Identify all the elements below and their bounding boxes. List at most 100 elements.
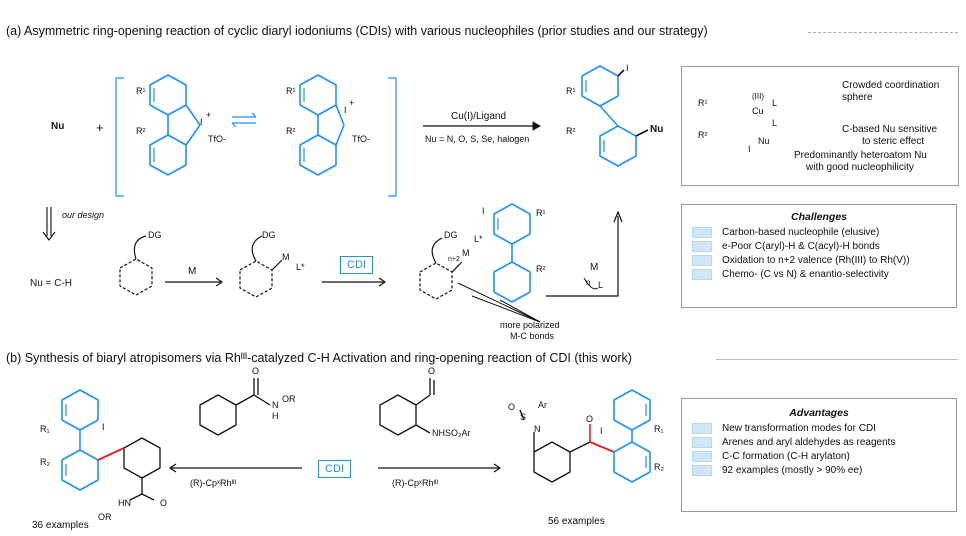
right-product-r2: R₂ xyxy=(654,462,664,472)
dg-label-1: DG xyxy=(148,230,162,240)
challenge-text: Carbon-based nucleophile (elusive) xyxy=(722,227,880,238)
advantage-text: Arenes and aryl aldehydes as reagents xyxy=(722,437,896,448)
aldehyde-o: O xyxy=(428,366,436,376)
challenge-text: Oxidation to n+2 valence (Rh(III) to Rh(… xyxy=(722,255,910,266)
challenges-title: Challenges xyxy=(790,211,848,223)
release-l: L xyxy=(598,280,604,290)
note-hetero-2: with good nucleophilicity xyxy=(806,162,914,173)
nu-ch-label: Nu = C-H xyxy=(30,278,72,289)
intermediate-r2: R² xyxy=(536,264,546,274)
our-design-label: our design xyxy=(62,210,105,220)
section-b-divider xyxy=(716,359,958,360)
advantage-text: 92 examples (mostly > 90% ee) xyxy=(722,465,863,476)
product-right-arene xyxy=(519,409,591,483)
bullet-chip xyxy=(692,255,712,266)
cdi2-counterion: TfO- xyxy=(352,134,370,144)
product-r1: R¹ xyxy=(566,86,576,96)
polarized-arrows xyxy=(457,282,541,323)
release-arrow xyxy=(546,216,619,297)
cdi-reagent-a-label: CDI xyxy=(347,259,366,271)
product-r2: R² xyxy=(566,126,576,136)
cu-metal: Cu xyxy=(752,106,764,116)
right-product-r1: R₁ xyxy=(654,424,664,434)
intermediate-n2: n+2 xyxy=(448,256,460,263)
product-left-biaryl xyxy=(61,389,99,491)
cdi-structure-1 xyxy=(149,74,201,176)
cdi2-r1: R¹ xyxy=(286,86,296,96)
reagent-top: Cu(I)/Ligand xyxy=(451,111,507,122)
challenge-item: e-Poor C(aryl)-H & C(acyl)-H bonds xyxy=(692,241,946,252)
metallacycle-m: M xyxy=(282,252,290,262)
advantages-title: Advantages xyxy=(789,407,849,419)
cdi1-r2: R² xyxy=(136,126,146,136)
advantage-item: Arenes and aryl aldehydes as reagents xyxy=(692,437,946,448)
bullet-chip xyxy=(692,437,712,448)
challenge-item: Carbon-based nucleophile (elusive) xyxy=(692,227,946,238)
intermediate-r1: R¹ xyxy=(536,208,546,218)
cdi1-r1: R¹ xyxy=(136,86,146,96)
intermediate-iodine: I xyxy=(482,206,485,216)
right-product-s: S xyxy=(520,412,527,422)
polarized-label-1: more polarized xyxy=(500,320,560,330)
note-cbased-1: C-based Nu sensitive xyxy=(842,124,938,135)
bullet-chip xyxy=(692,465,712,476)
cdi2-iodine: I xyxy=(344,105,347,115)
cu-oxidation: (III) xyxy=(752,92,764,101)
cdi-structure-2 xyxy=(299,74,345,176)
cdi-reagent-a: CDI xyxy=(340,256,373,274)
benzamide-h: H xyxy=(272,411,279,421)
cu-r1: R¹ xyxy=(698,98,708,108)
arene-dg xyxy=(119,235,153,296)
challenge-item: Oxidation to n+2 valence (Rh(III) to Rh(… xyxy=(692,255,946,266)
right-examples: 56 examples xyxy=(548,516,605,527)
metallacycle-lstar: L* xyxy=(296,262,305,272)
product-left-arene xyxy=(123,437,161,501)
product-iodine: I xyxy=(626,63,629,73)
challenge-text: Chemo- (C vs N) & enantio-selectivity xyxy=(722,269,889,280)
right-product-nh: N xyxy=(534,424,541,434)
right-bracket xyxy=(388,77,397,197)
aldehyde-sulfonamide: NHSO₂Ar xyxy=(432,428,471,438)
right-product-iodine: I xyxy=(600,426,603,436)
advantage-text: New transformation modes for CDI xyxy=(722,423,876,434)
cdi-reagent-b-label: CDI xyxy=(325,463,344,475)
cu-ligand-2: L xyxy=(772,118,778,128)
product-right-biaryl xyxy=(613,389,651,483)
cdi1-iodine: I xyxy=(200,117,203,127)
bullet-chip xyxy=(692,269,712,280)
metal-arrow-label: M xyxy=(188,266,197,277)
left-product-iodine: I xyxy=(102,422,105,432)
mechanism-note-box xyxy=(681,66,959,186)
left-examples: 36 examples xyxy=(32,520,89,531)
cat-right: (R)-CpˣRhᴵᴵᴵ xyxy=(392,478,438,488)
cdi1-charge: + xyxy=(206,110,212,120)
challenge-item: Chemo- (C vs N) & enantio-selectivity xyxy=(692,269,946,280)
advantage-text: C-C formation (C-H arylaton) xyxy=(722,451,850,462)
advantages-box: Advantages New transformation modes for … xyxy=(681,398,957,512)
challenge-text: e-Poor C(aryl)-H & C(acyl)-H bonds xyxy=(722,241,880,252)
right-red-bond xyxy=(589,441,615,453)
cat-left: (R)-CpˣRhᴵᴵᴵ xyxy=(190,478,236,488)
cu-nu: Nu xyxy=(758,136,770,146)
bullet-chip xyxy=(692,227,712,238)
product-a-structure xyxy=(581,65,649,167)
cdi2-r2: R² xyxy=(286,126,296,136)
left-product-hn: HN xyxy=(118,498,131,508)
bullet-chip xyxy=(692,451,712,462)
reagent-bottom: Nu = N, O, S, Se, halogen xyxy=(425,134,530,144)
advantage-item: C-C formation (C-H arylaton) xyxy=(692,451,946,462)
dg-label-2: DG xyxy=(262,230,276,240)
advantage-item: 92 examples (mostly > 90% ee) xyxy=(692,465,946,476)
left-product-r2: R₂ xyxy=(40,457,50,467)
challenges-box: Challenges Carbon-based nucleophile (elu… xyxy=(681,204,957,308)
section-a-divider xyxy=(808,32,958,33)
intermediate-m: M xyxy=(462,248,470,258)
left-bracket xyxy=(115,77,124,197)
note-cbased-2: to steric effect xyxy=(862,136,925,147)
cdi1-counterion: TfO- xyxy=(208,134,226,144)
bullet-chip xyxy=(692,423,712,434)
left-product-r1: R₁ xyxy=(40,424,50,434)
product-nu: Nu xyxy=(650,124,664,135)
right-product-ar: Ar xyxy=(538,400,547,410)
